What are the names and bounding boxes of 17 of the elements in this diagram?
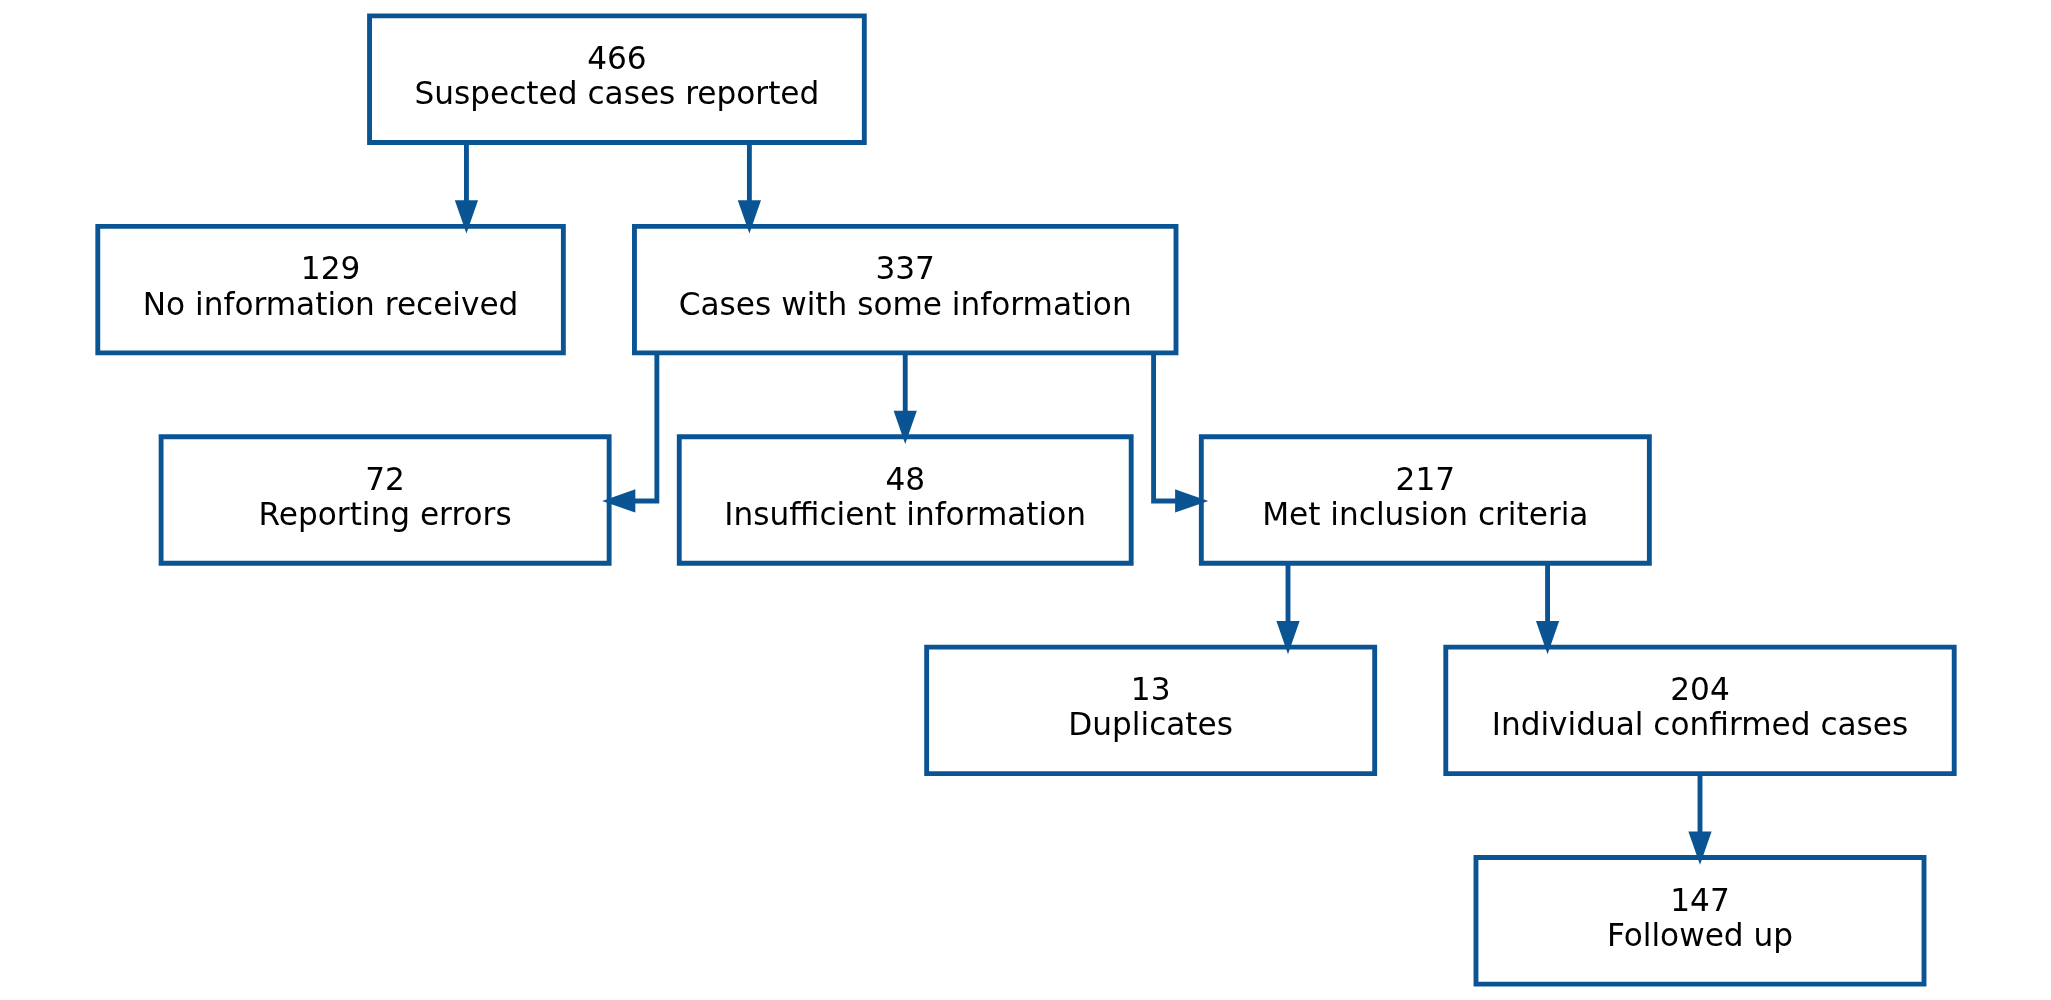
arrow bbox=[454, 142, 478, 234]
arrow bbox=[1535, 563, 1559, 655]
node-box: 48 Insufficient information bbox=[676, 434, 1134, 566]
node-box: 337 Cases with some information bbox=[631, 223, 1178, 356]
node-box: 466 Suspected cases reported bbox=[366, 13, 867, 145]
arrow bbox=[1687, 774, 1712, 865]
node-box: 129 No information received bbox=[94, 223, 566, 356]
arrow bbox=[893, 353, 917, 444]
node-box: 72 Reporting errors bbox=[158, 434, 612, 566]
node-box: 147 Followed up bbox=[1473, 855, 1926, 987]
arrow bbox=[1275, 563, 1300, 655]
arrow bbox=[1150, 353, 1208, 513]
node-box: 217 Met inclusion criteria bbox=[1198, 434, 1652, 566]
node-box: 204 Individual confirmed cases bbox=[1442, 644, 1957, 777]
arrow bbox=[737, 142, 761, 234]
arrow bbox=[601, 353, 659, 513]
node-box: 13 Duplicates bbox=[923, 644, 1377, 777]
